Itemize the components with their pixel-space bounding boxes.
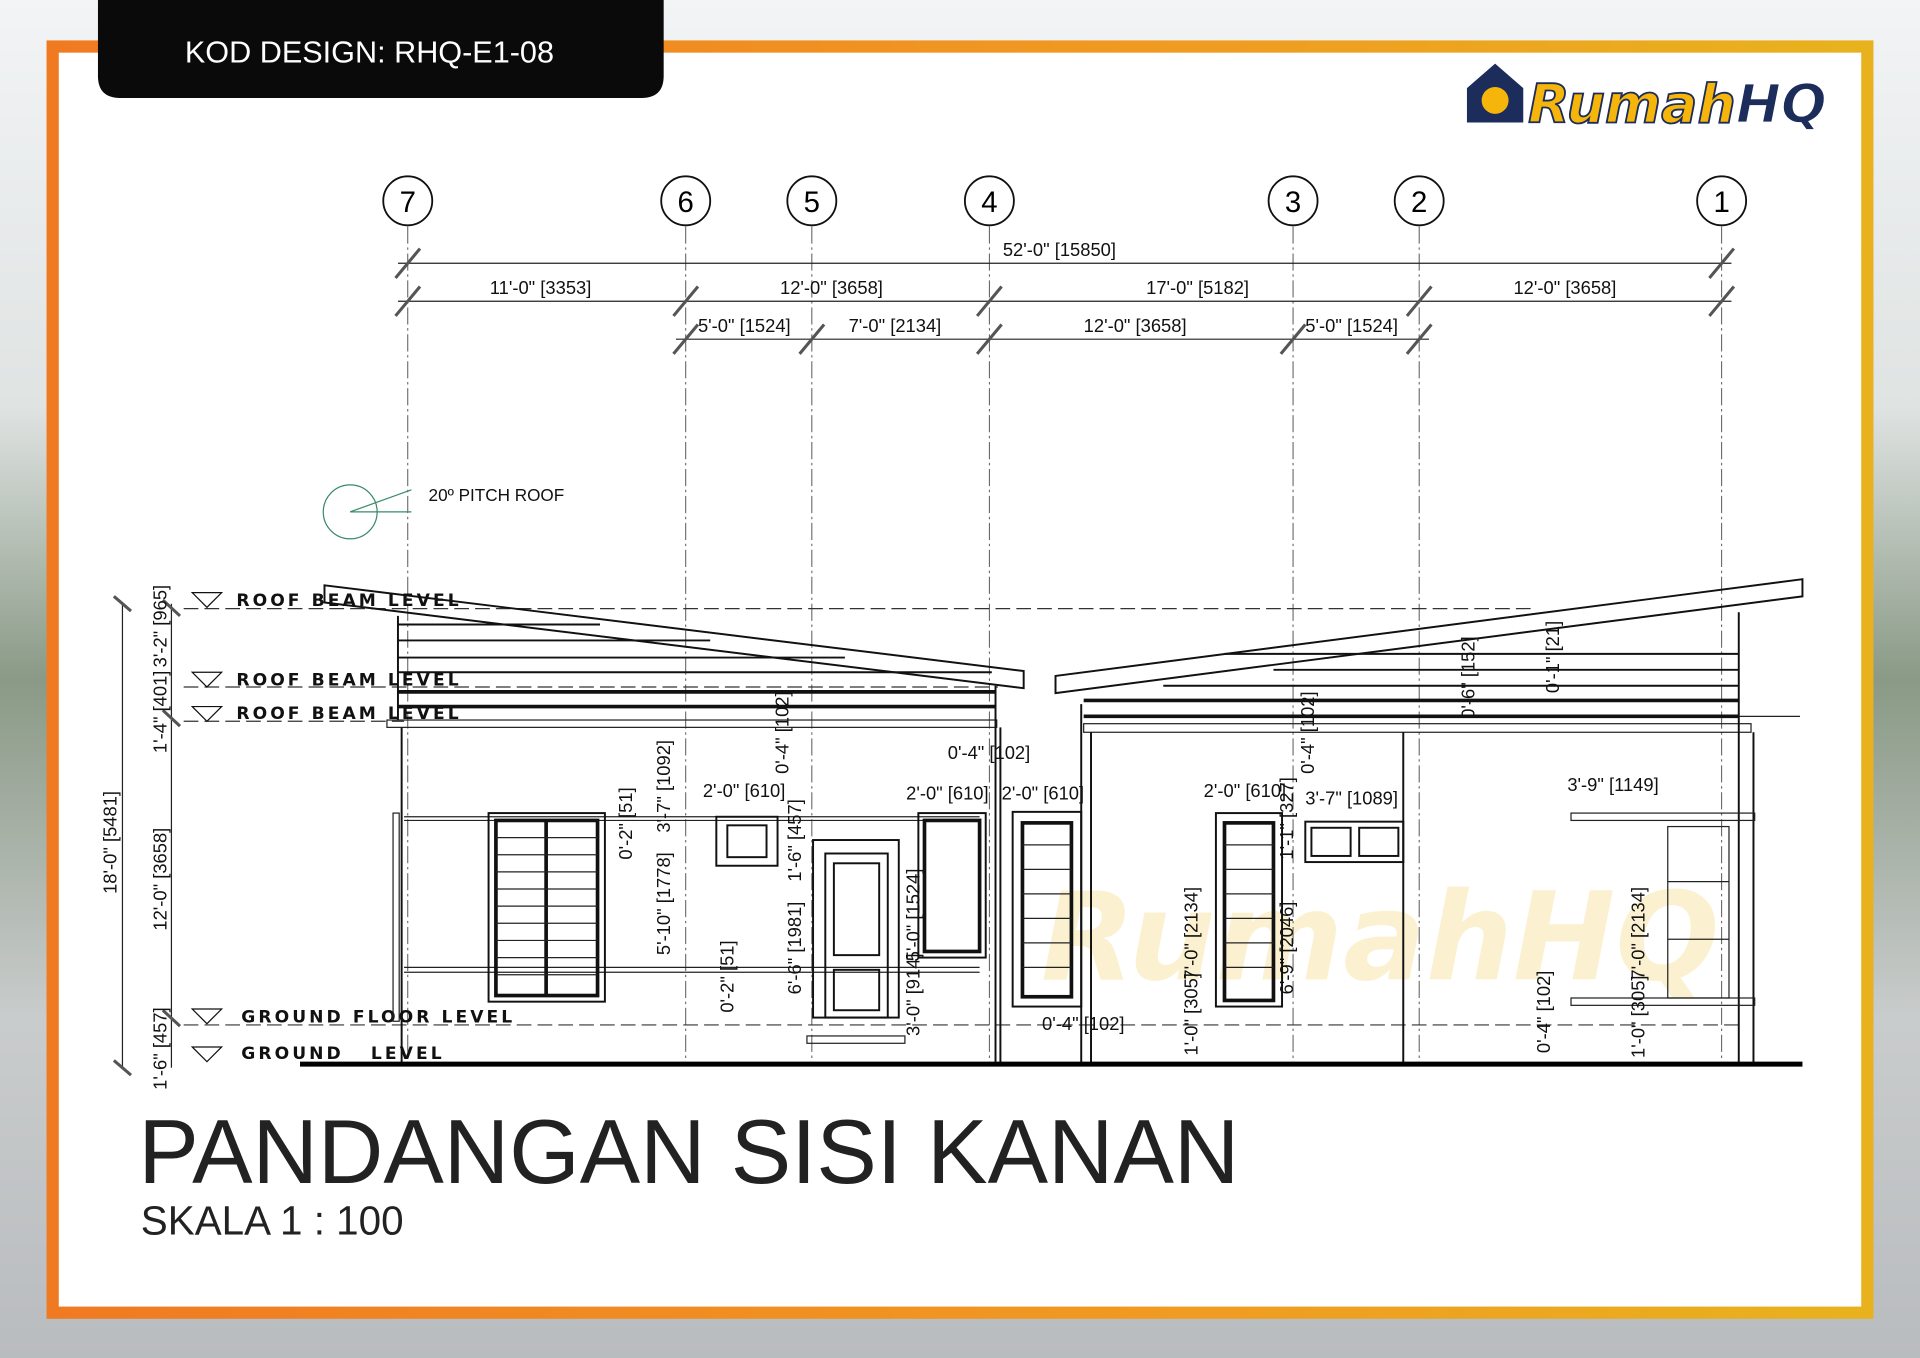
dim-window-width: 2'-0" [610] (703, 780, 785, 801)
dim-vertical: 0'-1" [21] (1542, 621, 1563, 693)
dim-vertical: 0'-4" [102] (1297, 691, 1318, 774)
dim-5-4: 7'-0" [2134] (849, 315, 942, 336)
dim-vertical: 1'-0" [305] (1181, 973, 1202, 1056)
svg-text:3: 3 (1285, 186, 1301, 219)
dim-vertical: 1'-6" [457] (784, 799, 805, 882)
dim-beam-height: 1'-4" [401] (150, 671, 171, 754)
dim-wall-height: 12'-0" [3658] (150, 828, 171, 931)
roof-pitch-symbol: 20º PITCH ROOF (322, 484, 565, 540)
dim-vertical: 7'-0" [2134] (1627, 887, 1648, 980)
svg-text:4: 4 (981, 186, 997, 219)
dim-vertical: 1'-1" [327] (1276, 777, 1297, 860)
dim-vertical: 0'-2" [51] (716, 940, 737, 1012)
dim-vertical: 5'-0" [1524] (903, 869, 924, 962)
grid-bubble-7: 7 (382, 175, 434, 227)
dim-vertical: 0'-2" [51] (615, 787, 636, 859)
svg-text:5: 5 (804, 186, 820, 219)
rumahhq-logo: RumahHQ (1466, 63, 1828, 136)
level-roof-beam-1: ROOF BEAM LEVEL (236, 591, 461, 611)
svg-text:2: 2 (1411, 186, 1427, 219)
dim-vertical: 0'-4" [102] (1533, 971, 1554, 1054)
dim-vertical: 5'-10" [1778] (653, 852, 674, 955)
dim-plinth-height: 1'-6" [457] (150, 1007, 171, 1090)
top-dimensions: 52'-0" [15850] 11'-0" [3353] 12'-0" [365… (394, 239, 1736, 355)
dim-vertical: 3'-7" [1092] (653, 740, 674, 833)
grid-bubbles: 7 6 5 4 3 2 1 (382, 175, 1748, 227)
dim-window-width: 3'-7" [1089] (1305, 788, 1398, 809)
dim-roof-height: 3'-2" [965] (150, 585, 171, 668)
grid-bubble-4: 4 (963, 175, 1015, 227)
svg-text:7: 7 (400, 186, 416, 219)
dim-7-6: 11'-0" [3353] (490, 277, 592, 298)
dim-panel-width: 3'-9" [1149] (1567, 774, 1658, 795)
grid-bubble-5: 5 (786, 175, 838, 227)
dim-vertical: 6'-6" [1981] (784, 902, 805, 995)
dim-4-2: 17'-0" [5182] (1146, 277, 1249, 298)
roof-pitch-note: 20º PITCH ROOF (429, 485, 565, 505)
dim-vertical: 0'-6" [152] (1457, 636, 1478, 719)
design-code: KOD DESIGN: RHQ-E1-08 (185, 35, 554, 69)
dim-offset: 0'-4" [102] (1042, 1013, 1124, 1034)
drawing-scale: SKALA 1 : 100 (141, 1197, 404, 1243)
svg-text:RumahHQ: RumahHQ (1528, 72, 1827, 135)
building-elevation (300, 578, 1804, 1067)
grid-bubble-6: 6 (660, 175, 712, 227)
level-ground: GROUND LEVEL (241, 1044, 444, 1064)
dim-6-4: 12'-0" [3658] (780, 277, 883, 298)
dim-vertical: 0'-4" [102] (772, 691, 793, 774)
design-code-tab (97, 0, 664, 98)
watermark-logo: RumahHQ (1041, 866, 1720, 1009)
grid-bubble-2: 2 (1393, 175, 1445, 227)
svg-text:6: 6 (678, 186, 694, 219)
dim-vertical: 7'-0" [2134] (1181, 887, 1202, 980)
level-markers: ROOF BEAM LEVEL ROOF BEAM LEVEL ROOF BEA… (183, 591, 1739, 1064)
left-dimensions: 18'-0" [5481] 3'-2" [965] 1'-4" [401] 12… (99, 585, 182, 1090)
dim-overall-width: 52'-0" [15850] (1003, 239, 1116, 260)
dim-vertical: 1'-0" [305] (1627, 975, 1648, 1058)
dim-window-width: 2'-0" [610] (906, 783, 988, 804)
dim-window-width: 2'-0" [610] (1204, 780, 1286, 801)
grid-bubble-3: 3 (1267, 175, 1319, 227)
svg-text:1: 1 (1713, 186, 1729, 219)
interior-dimensions: 2'-0" [610] 2'-0" [610] 0'-4" [102] 2'-0… (615, 621, 1659, 1058)
drawing-title: PANDANGAN SISI KANAN (138, 1102, 1239, 1203)
grid-bubble-1: 1 (1696, 175, 1748, 227)
dim-2-1: 12'-0" [3658] (1513, 277, 1616, 298)
dim-3-2: 5'-0" [1524] (1305, 315, 1398, 336)
dim-4-3: 12'-0" [3658] (1084, 315, 1187, 336)
dim-offset: 0'-4" [102] (948, 742, 1030, 763)
level-roof-beam-3: ROOF BEAM LEVEL (236, 704, 461, 724)
dim-window-width: 2'-0" [610] (1002, 783, 1084, 804)
level-ground-floor: GROUND FLOOR LEVEL (241, 1007, 515, 1027)
dim-vertical: 6'-9" [2046] (1276, 902, 1297, 995)
dim-vertical: 3'-0" [914] (903, 953, 924, 1036)
dim-total-height: 18'-0" [5481] (99, 791, 120, 894)
dim-6-5: 5'-0" [1524] (698, 315, 791, 336)
level-roof-beam-2: ROOF BEAM LEVEL (236, 671, 461, 691)
